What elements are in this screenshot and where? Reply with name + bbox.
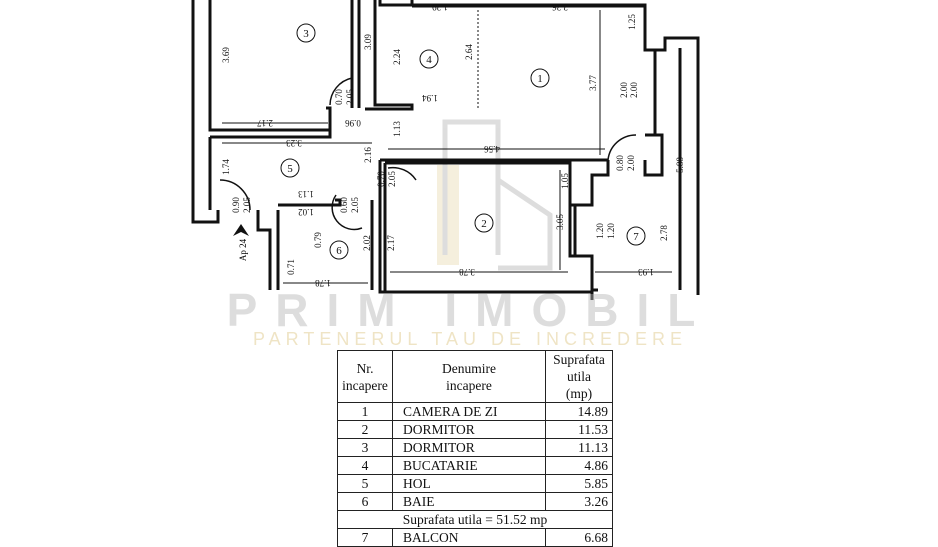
cell-area: 11.53	[545, 420, 613, 439]
header-area: Suprafata utila (mp)	[545, 350, 613, 403]
header-nr: Nr. incapere	[337, 350, 393, 403]
svg-text:4: 4	[426, 54, 432, 66]
svg-text:0.79: 0.79	[313, 232, 323, 248]
svg-text:1.13: 1.13	[392, 121, 402, 137]
cell-area: 6.68	[545, 528, 613, 547]
cell-nr: 7	[337, 528, 393, 547]
cell-area: 5.85	[545, 474, 613, 493]
svg-text:3.05: 3.05	[555, 214, 565, 230]
area-table: Nr. incapere Denumire incapere Suprafata…	[337, 350, 613, 547]
walls	[191, 0, 700, 300]
svg-text:0.96: 0.96	[345, 118, 361, 128]
svg-text:2.17: 2.17	[257, 118, 273, 128]
total-area: Suprafata utila = 51.52 mp	[337, 510, 613, 529]
svg-text:3.09: 3.09	[363, 34, 373, 50]
svg-text:1.20: 1.20	[606, 223, 616, 239]
svg-text:0.90: 0.90	[231, 197, 241, 213]
cell-area: 3.26	[545, 492, 613, 511]
svg-text:2.17: 2.17	[386, 235, 396, 251]
svg-text:0.71: 0.71	[286, 259, 296, 275]
svg-text:3.69: 3.69	[221, 47, 231, 63]
header-name: Denumire incapere	[392, 350, 546, 403]
cell-nr: 6	[337, 492, 393, 511]
dimension-lines	[222, 6, 672, 284]
svg-text:3: 3	[303, 28, 309, 40]
svg-text:3.23: 3.23	[286, 138, 302, 148]
svg-text:7: 7	[633, 231, 639, 243]
svg-text:3.78: 3.78	[459, 267, 475, 277]
cell-name: BUCATARIE	[392, 456, 546, 475]
svg-text:2.78: 2.78	[659, 225, 669, 241]
svg-text:0.70: 0.70	[334, 89, 344, 105]
dimension-labels: 1.29 3.36 1.25 3.69 3.09 2.24 2.64 3.77 …	[221, 2, 685, 288]
svg-text:2.64: 2.64	[464, 44, 474, 60]
svg-text:2.00: 2.00	[619, 82, 629, 98]
door-swings	[219, 77, 637, 231]
svg-text:1.74: 1.74	[221, 159, 231, 175]
table-total-row: Suprafata utila = 51.52 mp	[337, 510, 613, 529]
svg-text:1.29: 1.29	[432, 2, 448, 12]
watermark-logo	[437, 119, 553, 271]
svg-text:Ap 24: Ap 24	[238, 238, 248, 261]
svg-text:2.05: 2.05	[387, 171, 397, 187]
cell-name: HOL	[392, 474, 546, 493]
svg-text:1.20: 1.20	[595, 223, 605, 239]
svg-text:4.56: 4.56	[484, 144, 500, 154]
table-header: Nr. incapere Denumire incapere Suprafata…	[337, 350, 613, 403]
svg-text:2.05: 2.05	[350, 197, 360, 213]
floor-plan: 1 2 3 4 5 6 7 1.29 3.36 1.25 3.69 3.09 2…	[191, 0, 700, 300]
cell-name: DORMITOR	[392, 438, 546, 457]
cell-nr: 3	[337, 438, 393, 457]
cell-area: 14.89	[545, 402, 613, 421]
svg-text:1: 1	[537, 73, 543, 85]
svg-text:2.05: 2.05	[242, 197, 252, 213]
svg-text:2.05: 2.05	[345, 89, 355, 105]
svg-text:2.00: 2.00	[629, 82, 639, 98]
cell-name: CAMERA DE ZI	[392, 402, 546, 421]
svg-text:1.93: 1.93	[638, 267, 654, 277]
svg-text:0.60: 0.60	[339, 197, 349, 213]
cell-area: 11.13	[545, 438, 613, 457]
svg-text:1.25: 1.25	[627, 14, 637, 30]
cell-nr: 4	[337, 456, 393, 475]
svg-text:1.78: 1.78	[315, 278, 331, 288]
cell-nr: 5	[337, 474, 393, 493]
svg-text:5: 5	[287, 163, 293, 175]
svg-text:0.70: 0.70	[376, 171, 386, 187]
svg-text:2.00: 2.00	[626, 155, 636, 171]
svg-text:2.16: 2.16	[363, 147, 373, 163]
svg-text:1.13: 1.13	[298, 189, 314, 199]
cell-name: BALCON	[392, 528, 546, 547]
watermark-brand: PRIM IMOBIL	[226, 284, 714, 336]
svg-text:1.02: 1.02	[298, 207, 314, 217]
svg-text:2: 2	[481, 218, 487, 230]
room-labels: 1 2 3 4 5 6 7	[280, 23, 646, 260]
cell-name: DORMITOR	[392, 420, 546, 439]
svg-text:3.36: 3.36	[552, 2, 568, 12]
svg-text:1.05: 1.05	[560, 173, 570, 189]
svg-text:2.02: 2.02	[362, 235, 372, 251]
cell-nr: 2	[337, 420, 393, 439]
watermark-tagline: PARTENERUL TAU DE INCREDERE	[252, 329, 688, 349]
svg-text:2.24: 2.24	[392, 49, 402, 65]
svg-text:6: 6	[336, 245, 342, 257]
svg-text:0.80: 0.80	[615, 155, 625, 171]
entrance-marker: Ap 24	[233, 224, 249, 261]
svg-text:1.94: 1.94	[422, 93, 438, 103]
entrance-arrow-icon	[233, 224, 249, 236]
svg-text:5.88: 5.88	[675, 157, 685, 173]
cell-name: BAIE	[392, 492, 546, 511]
cell-nr: 1	[337, 402, 393, 421]
cell-area: 4.86	[545, 456, 613, 475]
svg-text:3.77: 3.77	[588, 75, 598, 91]
